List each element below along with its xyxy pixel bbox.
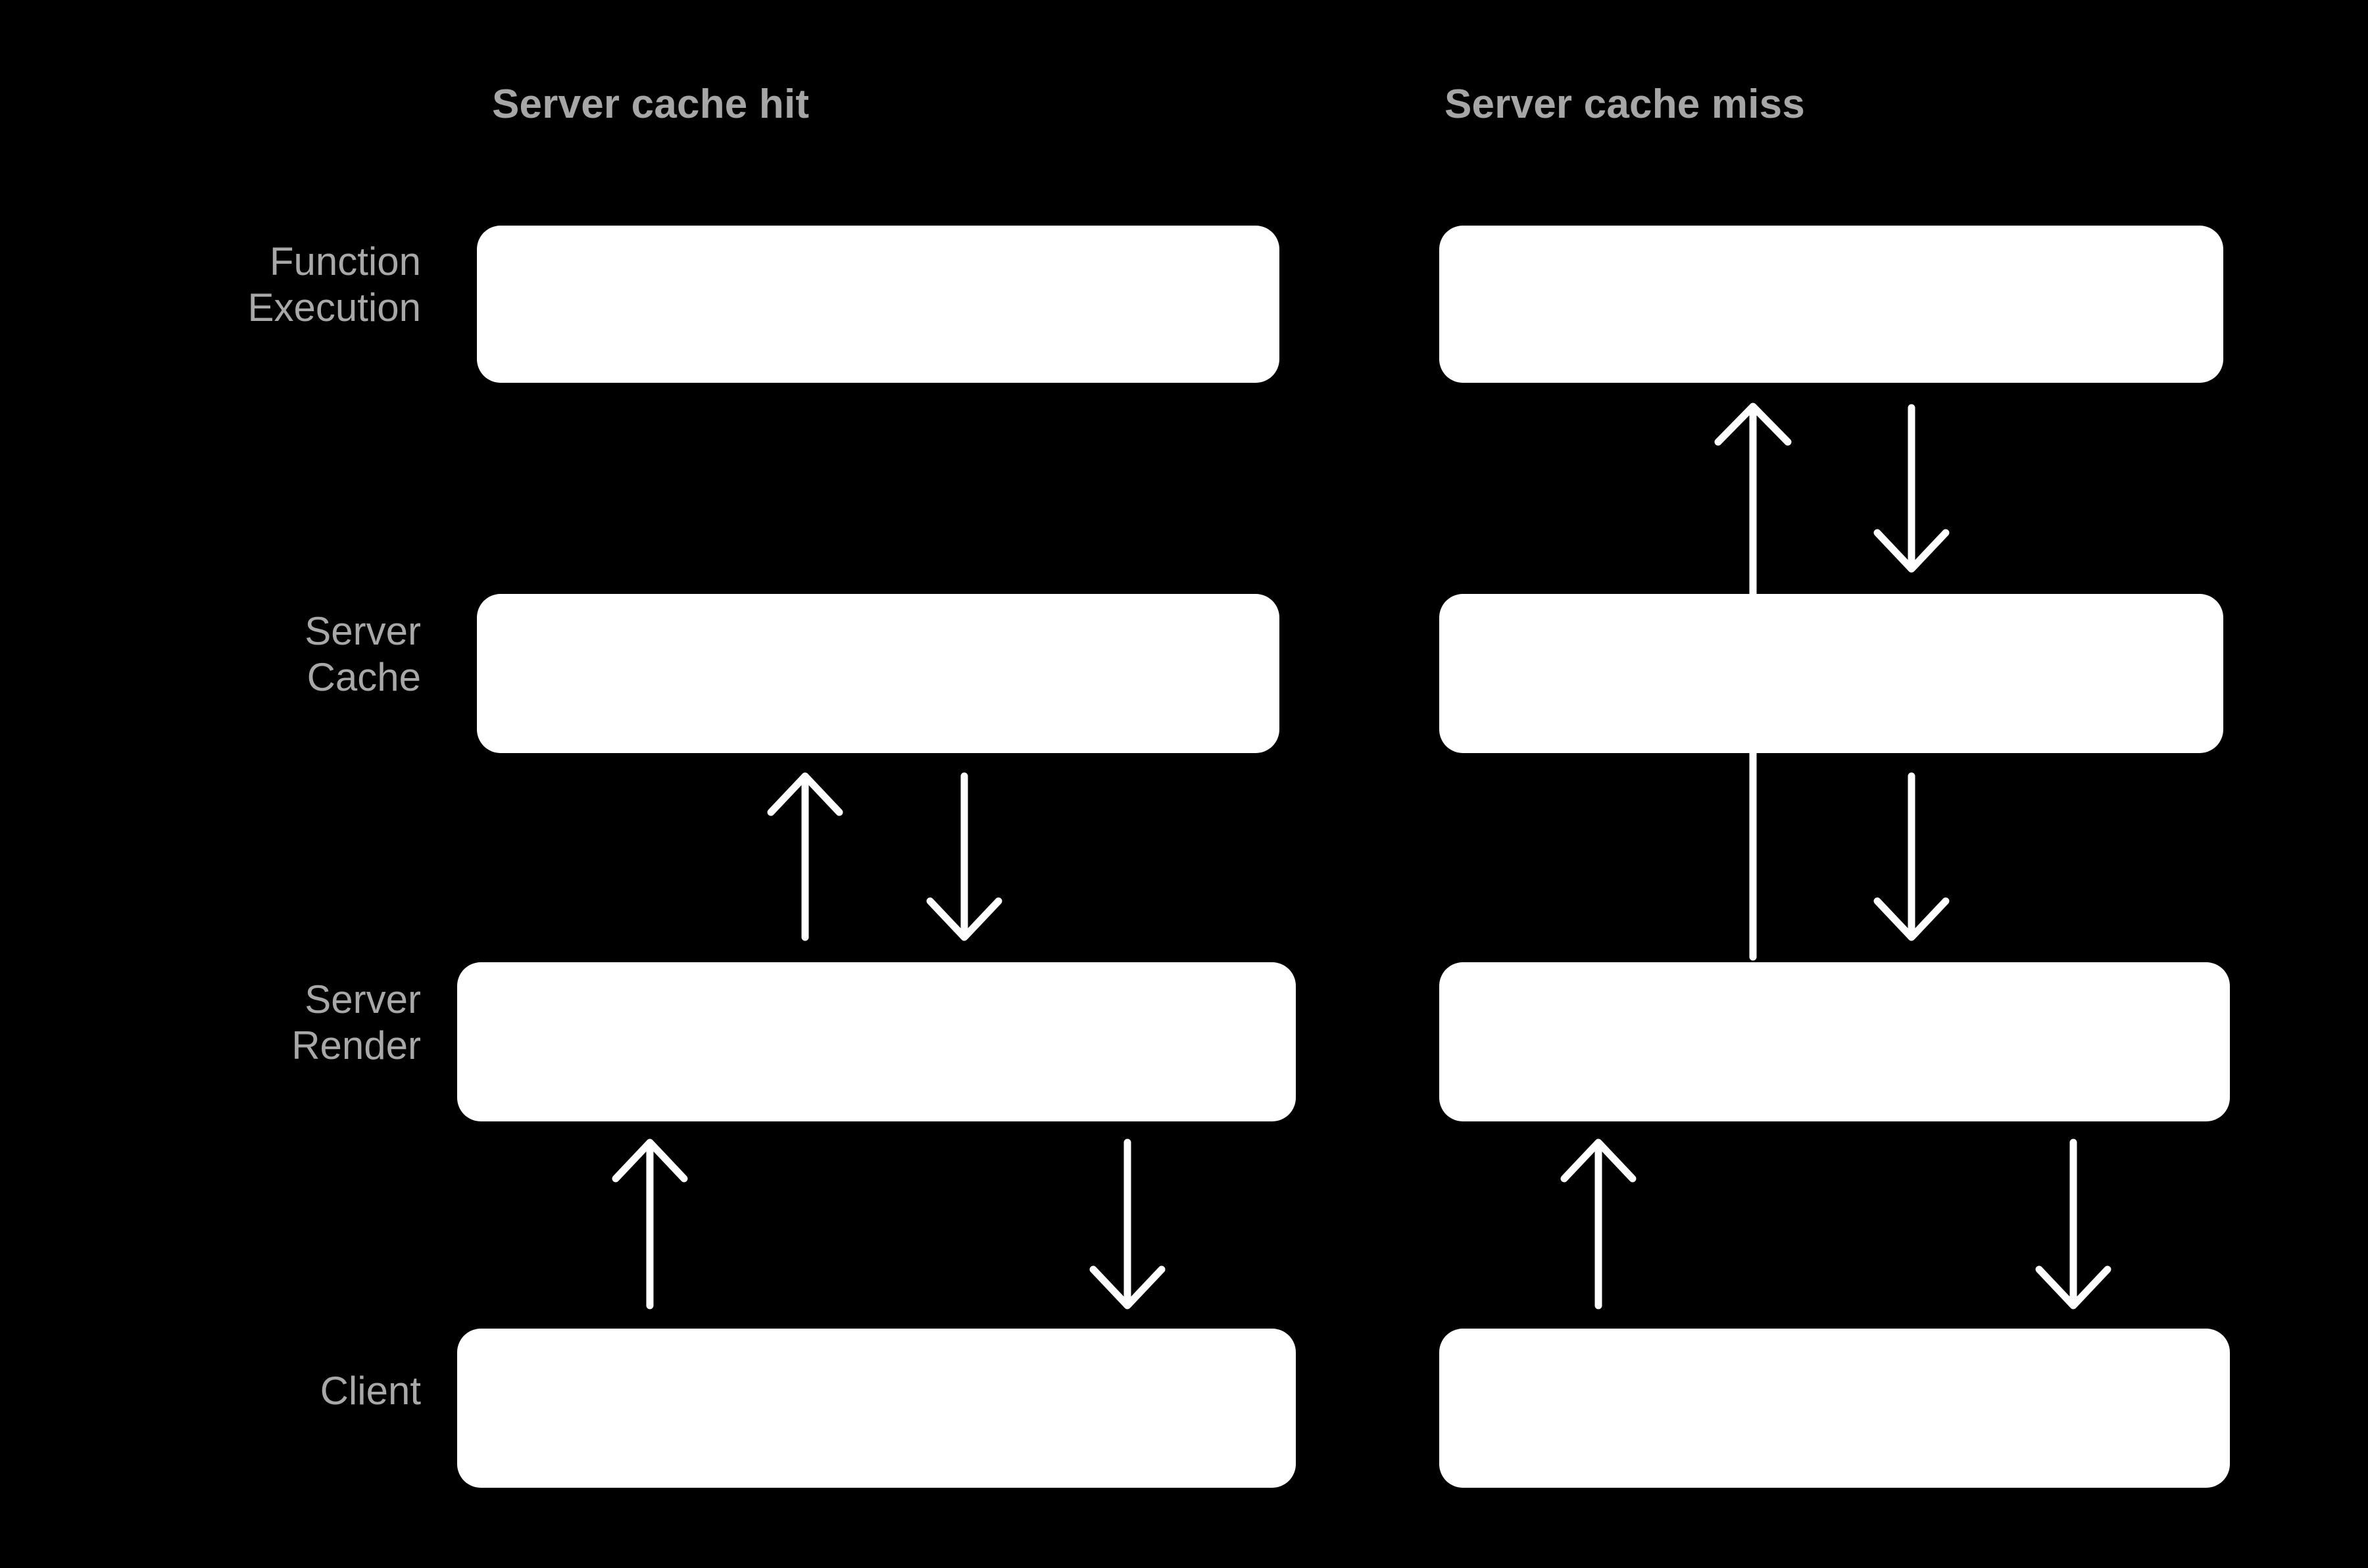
arrow-miss-render-to-client — [2035, 1139, 2111, 1310]
arrow-miss-client-to-render — [1560, 1139, 1637, 1310]
node-miss-server-cache[interactable] — [1439, 594, 2223, 753]
row-label-server-render: Server Render — [291, 977, 421, 1067]
row-label-client: Client — [320, 1369, 421, 1413]
arrow-hit-render-to-cache — [767, 772, 843, 941]
row-label-server-cache: Server Cache — [305, 609, 421, 699]
node-hit-client[interactable] — [457, 1329, 1296, 1488]
column-header-server-cache-miss: Server cache miss — [1444, 82, 1806, 127]
column-header-server-cache-hit: Server cache hit — [492, 82, 810, 127]
node-hit-server-cache[interactable] — [477, 594, 1279, 753]
arrow-miss-function-to-cache — [1873, 404, 1950, 573]
arrow-miss-cache-to-render — [1873, 772, 1950, 941]
node-hit-function-execution[interactable] — [477, 226, 1279, 383]
node-miss-server-render[interactable] — [1439, 962, 2230, 1121]
arrow-hit-client-to-render — [612, 1139, 688, 1310]
row-label-function-execution: Function Execution — [247, 239, 422, 330]
node-miss-client[interactable] — [1439, 1329, 2230, 1488]
arrow-hit-render-to-client — [1089, 1139, 1166, 1310]
arrow-hit-cache-to-render — [926, 772, 1002, 941]
node-hit-server-render[interactable] — [457, 962, 1296, 1121]
node-miss-function-execution[interactable] — [1439, 226, 2223, 383]
